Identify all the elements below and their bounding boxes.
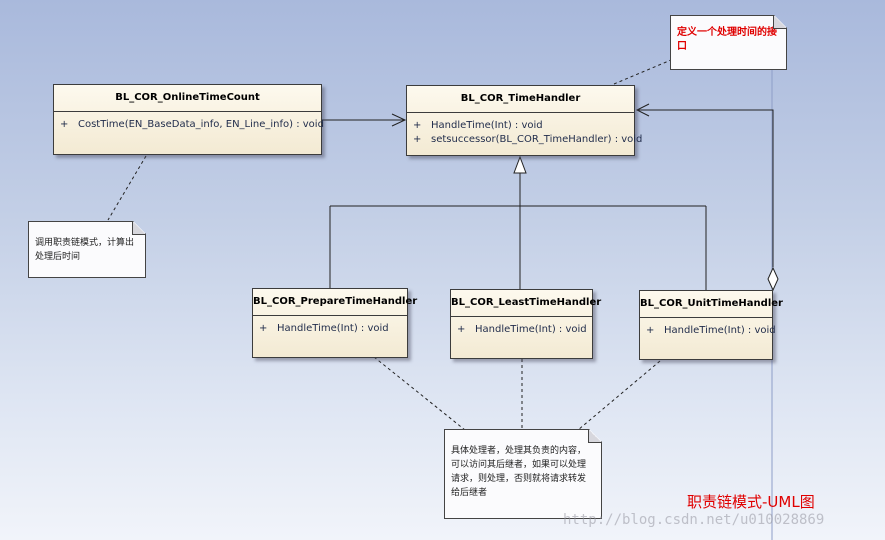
class-time-handler[interactable]: BL_COR_TimeHandler + HandleTime(Int) : v… bbox=[406, 85, 642, 156]
class-unit-time-handler[interactable]: BL_COR_UnitTimeHandler + HandleTime(Int)… bbox=[639, 290, 783, 360]
operation: + setsuccessor(BL_COR_TimeHandler) : voi… bbox=[411, 133, 642, 147]
class-name: BL_COR_LeastTimeHandler bbox=[451, 290, 601, 317]
watermark: http://blog.csdn.net/u010028869 bbox=[563, 512, 825, 528]
visibility: + bbox=[60, 119, 69, 130]
visibility: + bbox=[413, 134, 422, 145]
note-line: 请求，则处理，否则就将请求转发 bbox=[451, 474, 587, 484]
association-arrow bbox=[322, 113, 407, 127]
operation-signature: setsuccessor(BL_COR_TimeHandler) : void bbox=[431, 134, 643, 145]
operation: + CostTime(EN_BaseData_info, EN_Line_inf… bbox=[58, 118, 324, 132]
aggregation-diamond bbox=[767, 266, 779, 292]
class-name: BL_COR_OnlineTimeCount bbox=[54, 85, 321, 112]
successor-aggregation bbox=[635, 103, 774, 267]
note-line: 处理后时间 bbox=[35, 252, 81, 262]
class-least-time-handler[interactable]: BL_COR_LeastTimeHandler + HandleTime(Int… bbox=[450, 289, 601, 359]
operation-signature: HandleTime(Int) : void bbox=[277, 323, 389, 334]
note-interface[interactable]: 定义一个处理时间的接 口 bbox=[670, 15, 787, 70]
note-line: 具体处理者，处理其负责的内容， bbox=[451, 446, 587, 456]
operation-signature: HandleTime(Int) : void bbox=[431, 120, 543, 131]
operation-signature: HandleTime(Int) : void bbox=[664, 325, 776, 336]
note-line: 口 bbox=[677, 41, 687, 52]
operation: + HandleTime(Int) : void bbox=[644, 324, 776, 338]
note-links bbox=[107, 59, 672, 431]
class-name: BL_COR_UnitTimeHandler bbox=[640, 291, 783, 318]
class-name: BL_COR_TimeHandler bbox=[407, 86, 634, 113]
class-name: BL_COR_PrepareTimeHandler bbox=[253, 289, 417, 316]
operation: + HandleTime(Int) : void bbox=[411, 119, 630, 133]
note-concrete-handlers[interactable]: 具体处理者，处理其负责的内容， 可以访问其后继者，如果可以处理 请求，则处理，否… bbox=[444, 429, 602, 519]
class-online-time-count[interactable]: BL_COR_OnlineTimeCount + CostTime(EN_Bas… bbox=[53, 84, 324, 155]
diagram-caption: 职责链模式-UML图 bbox=[687, 493, 815, 511]
note-line: 可以访问其后继者，如果可以处理 bbox=[451, 460, 587, 470]
generalization-lines bbox=[329, 173, 707, 290]
visibility: + bbox=[457, 324, 466, 335]
note-client[interactable]: 调用职责链模式，计算出 处理后时间 bbox=[28, 221, 146, 278]
operation-signature: CostTime(EN_BaseData_info, EN_Line_info)… bbox=[78, 119, 324, 130]
class-prepare-time-handler[interactable]: BL_COR_PrepareTimeHandler + HandleTime(I… bbox=[252, 288, 417, 358]
note-line: 给后继者 bbox=[451, 488, 488, 498]
note-line: 定义一个处理时间的接 bbox=[677, 27, 777, 38]
visibility: + bbox=[259, 323, 268, 334]
visibility: + bbox=[413, 120, 422, 131]
operation: + HandleTime(Int) : void bbox=[257, 322, 403, 336]
generalization-triangle bbox=[513, 155, 527, 174]
note-line: 调用职责链模式，计算出 bbox=[35, 238, 135, 248]
operation: + HandleTime(Int) : void bbox=[455, 323, 588, 337]
operation-signature: HandleTime(Int) : void bbox=[475, 324, 587, 335]
visibility: + bbox=[646, 325, 655, 336]
